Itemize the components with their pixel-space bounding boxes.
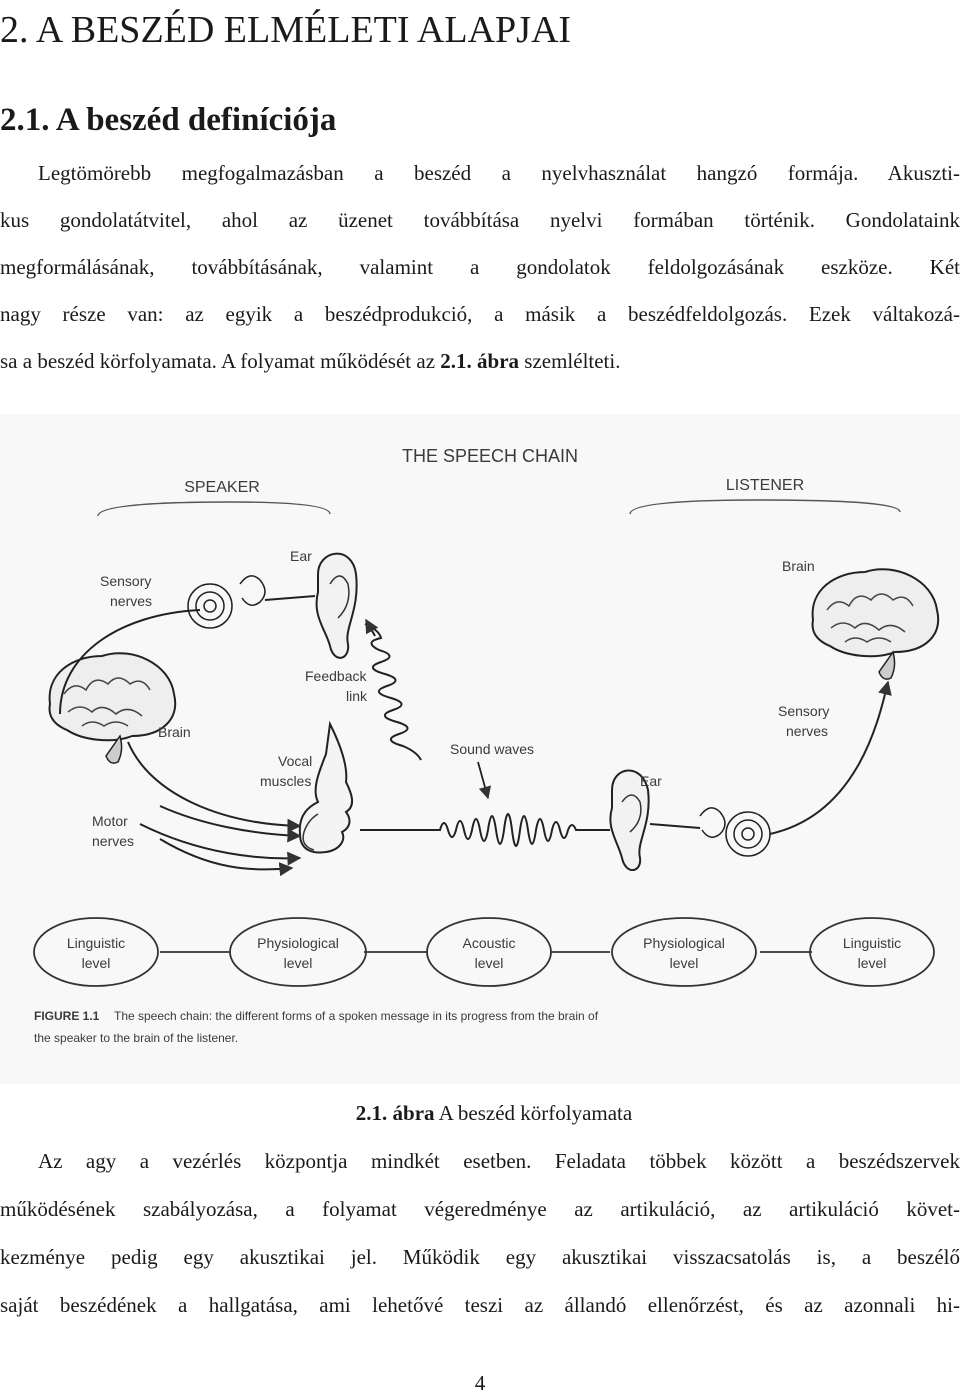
level-ellipse xyxy=(229,917,367,987)
vocal-tract xyxy=(302,813,319,851)
page-number: 4 xyxy=(474,1371,486,1395)
motor-nerve-path xyxy=(139,823,302,866)
level-label: Linguistic xyxy=(67,935,125,951)
vocal-muscles-label: Vocal xyxy=(278,753,312,769)
body-paragraph: Az agy a vezérlés központja mindkét eset… xyxy=(0,1137,960,1329)
ear-icon xyxy=(187,552,358,659)
level-label: level xyxy=(475,955,504,971)
sensory-nerves-label-right: Sensory xyxy=(778,703,829,719)
figure-title: THE SPEECH CHAIN xyxy=(402,446,578,466)
sound-wave-arrow xyxy=(477,761,492,800)
level-label: level xyxy=(284,955,313,971)
level-label: Physiological xyxy=(257,935,339,951)
paragraph-line: sa a beszéd körfolyamata. A folyamat műk… xyxy=(0,338,960,385)
paragraph-line: működésének szabályozása, a folyamat vég… xyxy=(0,1197,960,1221)
feedback-link-label: Feedback xyxy=(305,668,367,684)
paragraph-line: kus gondolatátvitel, ahol az üzenet tová… xyxy=(0,208,960,232)
paragraph-line: saját beszédének a hallgatása, ami lehet… xyxy=(0,1293,960,1317)
figure-inner-caption: The speech chain: the different forms of… xyxy=(114,1009,599,1023)
paragraph-line: kezménye pedig egy akusztikai jel. Működ… xyxy=(0,1245,960,1269)
level-row: Linguistic level Physiological level Aco… xyxy=(33,917,935,987)
level-ellipse xyxy=(611,917,757,987)
feedback-arrow xyxy=(365,618,379,637)
ear-label-top: Ear xyxy=(290,548,312,564)
brain-icon xyxy=(811,568,940,680)
paragraph-line: Legtömörebb megfogalmazásban a beszéd a … xyxy=(38,161,960,185)
sensory-nerve-path xyxy=(769,680,892,835)
listener-label: LISTENER xyxy=(726,477,804,494)
section-heading: 2.1. A beszéd definíciója xyxy=(0,102,337,138)
intro-paragraph: Legtömörebb megfogalmazásban a beszéd a … xyxy=(0,150,960,385)
level-ellipse xyxy=(426,917,552,987)
sound-wave xyxy=(360,813,610,847)
figure-reference: 2.1. ábra xyxy=(440,349,520,373)
face-profile xyxy=(298,720,353,854)
level-label: level xyxy=(670,955,699,971)
sensory-nerves-label-left: nerves xyxy=(110,593,152,609)
level-label: Acoustic xyxy=(463,935,516,951)
level-ellipse xyxy=(809,917,935,987)
speaker-label: SPEAKER xyxy=(184,479,260,496)
ear-icon xyxy=(609,769,771,871)
caption-label: 2.1. ábra xyxy=(355,1101,435,1125)
level-label: Physiological xyxy=(643,935,725,951)
level-label: level xyxy=(82,955,111,971)
motor-nerves-label: Motor xyxy=(92,813,128,829)
figure-inner-caption: the speaker to the brain of the listener… xyxy=(34,1031,238,1045)
sensory-nerve-path xyxy=(59,609,201,715)
ear-label-bottom: Ear xyxy=(640,773,662,789)
brain-label-right: Brain xyxy=(782,558,815,574)
caption-text: A beszéd körfolyamata xyxy=(434,1101,633,1125)
motor-nerve-path xyxy=(159,805,302,843)
paragraph-line: Az agy a vezérlés központja mindkét eset… xyxy=(38,1149,960,1173)
text-run: szemlélteti. xyxy=(519,349,621,373)
feedback-link-label: link xyxy=(346,688,368,704)
level-label: level xyxy=(858,955,887,971)
motor-nerve-path xyxy=(127,741,302,833)
chapter-heading: 2. A BESZÉD ELMÉLETI ALAPJAI xyxy=(0,9,572,51)
motor-nerves-label: nerves xyxy=(92,833,134,849)
brain-icon xyxy=(48,652,177,764)
brain-label-left: Brain xyxy=(158,724,191,740)
level-label: Linguistic xyxy=(843,935,901,951)
text-run: sa a beszéd körfolyamata. A folyamat műk… xyxy=(0,349,441,373)
speaker-bracket xyxy=(97,501,331,517)
motor-nerve-path xyxy=(159,838,294,877)
speech-chain-figure: THE SPEECH CHAIN SPEAKER LISTENER Brain … xyxy=(0,414,960,1084)
listener-bracket xyxy=(629,499,901,515)
vocal-muscles-label: muscles xyxy=(260,773,311,789)
sensory-nerves-label-left: Sensory xyxy=(100,573,151,589)
level-ellipse xyxy=(33,917,159,987)
figure-number: FIGURE 1.1 xyxy=(34,1009,100,1023)
feedback-wave xyxy=(364,623,422,761)
paragraph-line: nagy része van: az egyik a beszédprodukc… xyxy=(0,302,960,326)
sound-waves-label: Sound waves xyxy=(450,741,534,757)
sensory-nerves-label-right: nerves xyxy=(786,723,828,739)
paragraph-line: megformálásának, továbbításának, valamin… xyxy=(0,255,960,279)
figure-caption: 2.1. ábra A beszéd körfolyamata xyxy=(0,1096,960,1130)
